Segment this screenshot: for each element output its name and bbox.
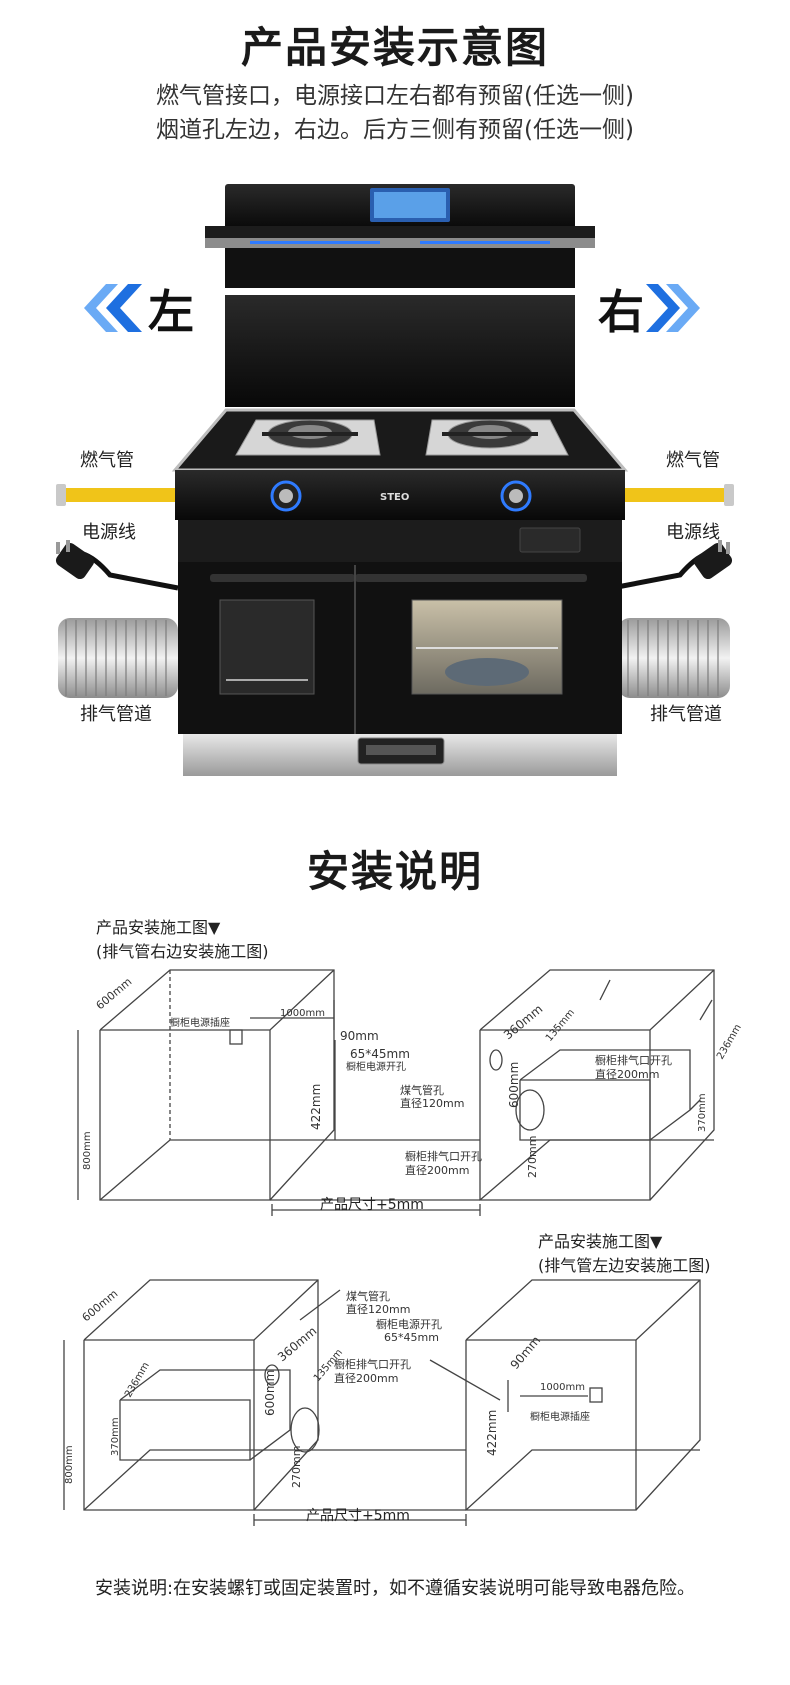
dim-90mm: 90mm: [340, 1029, 379, 1043]
dim-370mm: 370mm: [697, 1093, 708, 1132]
dim2-800mm: 800mm: [64, 1445, 75, 1484]
dim2-90mm: 90mm: [508, 1333, 544, 1372]
install-note: 安装说明:在安装螺钉或固定装置时，如不遵循安装说明可能导致电器危险。: [94, 1578, 696, 1599]
diagram1-subtitle: (排气管右边安装施工图): [96, 942, 269, 961]
control-strip: [175, 470, 625, 520]
left-side-label: 左: [148, 285, 194, 339]
dim2-270mm: 270mm: [290, 1446, 303, 1488]
right-exhaust-hose: [618, 618, 730, 698]
diagram2-subtitle: (排气管左边安装施工图): [538, 1256, 711, 1275]
right-side-label: 右: [598, 285, 644, 339]
diagram2-title: 产品安装施工图▼: [538, 1232, 663, 1251]
label-exhaust-dia-2: 直径200mm: [405, 1163, 469, 1177]
label-gas-dia: 直径120mm: [400, 1096, 464, 1110]
label2-power-size: 65*45mm: [384, 1331, 439, 1344]
page-title: 产品安装示意图: [240, 23, 549, 72]
dim-1000mm: 1000mm: [280, 1008, 325, 1019]
brand-logo: STEO: [380, 492, 410, 503]
left-power-plug: [55, 540, 179, 591]
dim-800mm: 800mm: [82, 1131, 93, 1170]
dim-135mm: 135mm: [544, 1007, 577, 1044]
dim2-1000mm: 1000mm: [540, 1382, 585, 1393]
right-exhaust-label: 排气管道: [650, 704, 722, 725]
left-exhaust-label: 排气管道: [80, 704, 152, 725]
dim-360mm: 360mm: [501, 1002, 545, 1042]
right-gas-pipe: [614, 488, 732, 502]
header-line-2: 烟道孔左边，右边。后方三侧有预留(任选一侧): [156, 117, 634, 143]
left-exhaust-hose: [58, 618, 178, 698]
product-illustration: [55, 184, 734, 776]
right-power-label: 电源线: [666, 522, 720, 543]
left-burner: [235, 419, 381, 456]
label2-socket: 橱柜电源插座: [530, 1410, 590, 1423]
dim-236mm: 236mm: [715, 1023, 744, 1062]
right-gas-label: 燃气管: [666, 450, 720, 471]
left-power-label: 电源线: [82, 522, 136, 543]
label2-gas-dia: 直径120mm: [346, 1302, 410, 1316]
label-power-hole: 橱柜电源开孔: [346, 1060, 406, 1073]
dim2-600mm-b: 600mm: [263, 1370, 277, 1416]
dim-600mm-b: 600mm: [507, 1062, 521, 1108]
left-oven-window: [219, 599, 315, 695]
label-exhaust-hole: 橱柜排气口开孔: [595, 1053, 672, 1067]
right-burner: [425, 419, 569, 456]
install-diagram-right: 600mm 800mm 橱柜电源插座 1000mm 90mm 65*45mm 橱…: [77, 969, 744, 1216]
install-diagram-left: 600mm 800mm 236mm 370mm 360mm 135mm 煤气管孔…: [63, 1279, 701, 1526]
header-line-1: 燃气管接口，电源接口左右都有预留(任选一侧): [156, 83, 634, 109]
right-chevron-icon: [646, 284, 700, 332]
left-gas-pipe: [58, 488, 176, 502]
right-power-plug: [611, 540, 733, 591]
dim-422mm: 422mm: [309, 1084, 323, 1130]
label-product-size: 产品尺寸+5mm: [320, 1197, 424, 1213]
left-chevron-icon: [84, 284, 142, 332]
label2-gas-hole: 煤气管孔: [346, 1289, 390, 1303]
diagram1-title: 产品安装施工图▼: [96, 918, 221, 937]
label2-exhaust-hole: 橱柜排气口开孔: [334, 1357, 411, 1371]
dim2-422mm: 422mm: [485, 1410, 499, 1456]
label-exhaust-hole-2: 橱柜排气口开孔: [405, 1149, 482, 1163]
label2-exhaust-dia: 直径200mm: [334, 1371, 398, 1385]
backsplash-panel: [225, 295, 575, 407]
dim-600mm: 600mm: [94, 975, 135, 1012]
dim-65x45: 65*45mm: [350, 1047, 410, 1061]
dim2-360mm: 360mm: [275, 1324, 319, 1364]
label-exhaust-dia: 直径200mm: [595, 1067, 659, 1081]
install-title: 安装说明: [306, 847, 483, 896]
dim-270mm: 270mm: [526, 1136, 539, 1178]
label2-power-hole: 橱柜电源开孔: [376, 1317, 442, 1331]
label2-product-size: 产品尺寸+5mm: [306, 1508, 410, 1524]
label-gas-hole: 煤气管孔: [400, 1083, 444, 1097]
left-gas-label: 燃气管: [80, 450, 134, 471]
label-socket: 橱柜电源插座: [170, 1016, 230, 1029]
dim2-370mm: 370mm: [110, 1417, 121, 1456]
dim2-600mm: 600mm: [80, 1287, 121, 1324]
